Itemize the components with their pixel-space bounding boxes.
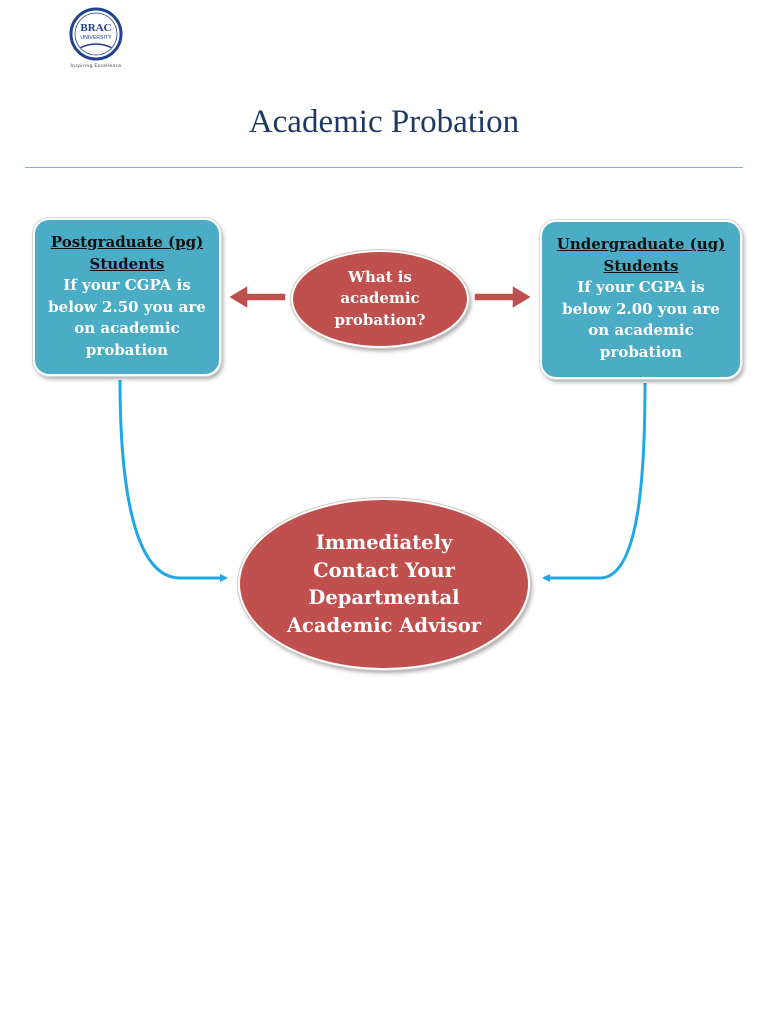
ug-heading-students: Students [603,256,679,275]
logo-brac-text: BRAC [80,22,111,34]
postgraduate-box: Postgraduate (pg) Students If your CGPA … [33,218,221,376]
pg-connector-arrow [118,379,228,582]
left-block-arrow [226,283,287,311]
action-oval: Immediately Contact Your Departmental Ac… [238,498,530,670]
ug-criteria-text: If your CGPA is below 2.00 you are on ac… [562,278,720,361]
logo-tagline: Inspiring Excellence [70,64,122,69]
undergraduate-box: Undergraduate (ug) Students If your CGPA… [540,220,742,379]
title-divider [25,167,743,168]
brac-university-logo: BRAC UNIVERSITY Inspiring Excellence [58,6,134,72]
ug-connector-arrow [542,382,647,582]
logo-emblem-icon: BRAC UNIVERSITY [69,7,123,61]
pg-criteria-text: If your CGPA is below 2.50 you are on ac… [48,276,206,359]
action-text: Immediately Contact Your Departmental Ac… [286,531,482,637]
pg-heading-students: Students [89,254,165,273]
pg-heading: Postgraduate (pg) [50,233,204,251]
question-oval: What is academic probation? [291,250,469,348]
right-block-arrow [473,283,534,311]
question-text: What is academic probation? [334,267,426,329]
page-title: Academic Probation [248,104,520,140]
ug-heading: Undergraduate (ug) [556,235,726,253]
logo-university-text: UNIVERSITY [80,35,112,41]
